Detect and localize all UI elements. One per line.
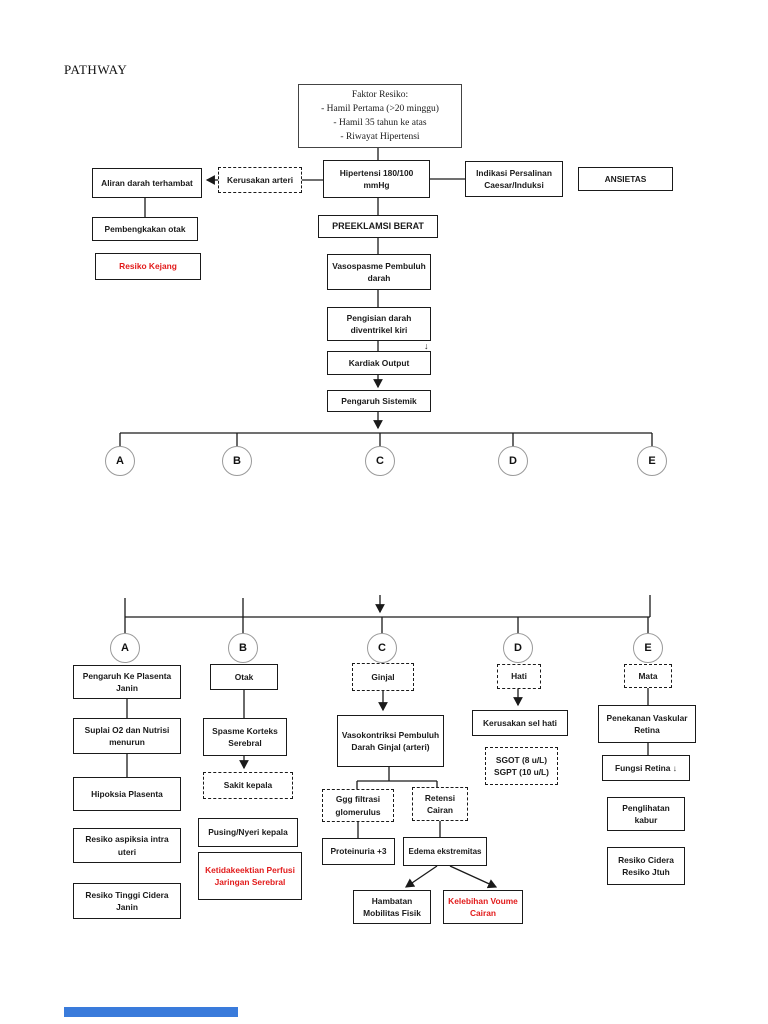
box-kerusakan-arteri: Kerusakan arteri bbox=[218, 167, 302, 193]
box-mata: Mata bbox=[624, 664, 672, 688]
box-hipertensi: Hipertensi 180/100 mmHg bbox=[323, 160, 430, 198]
circle-b-bottom: B bbox=[228, 633, 258, 663]
box-indikasi-persalinan: Indikasi Persalinan Caesar/Induksi bbox=[465, 161, 563, 197]
resiko-cidera-line: Resiko Cidera bbox=[618, 854, 674, 865]
box-penglihatan-kabur: Penglihatan kabur bbox=[607, 797, 685, 831]
circle-a-top: A bbox=[105, 446, 135, 476]
box-otak: Otak bbox=[210, 664, 278, 690]
box-hipoksia-plasenta: Hipoksia Plasenta bbox=[73, 777, 181, 811]
faktor-item: - Riwayat Hipertensi bbox=[340, 132, 420, 143]
box-ansietas: ANSIETAS bbox=[578, 167, 673, 191]
sgot-value: SGOT (8 u/L) bbox=[495, 754, 548, 765]
circle-d-bottom: D bbox=[503, 633, 533, 663]
box-ggg-filtrasi: Ggg filtrasi glomerulus bbox=[322, 789, 394, 822]
circle-a-bottom: A bbox=[110, 633, 140, 663]
box-suplai-o2: Suplai O2 dan Nutrisi menurun bbox=[73, 718, 181, 754]
circle-b-top: B bbox=[222, 446, 252, 476]
box-pembengkakan-otak: Pembengkakan otak bbox=[92, 217, 198, 241]
box-resiko-cidera-jatuh: Resiko Cidera Resiko Jtuh bbox=[607, 847, 685, 885]
faktor-title: Faktor Resiko: bbox=[351, 89, 409, 100]
kardiak-down-arrow: ↓ bbox=[424, 341, 429, 351]
box-hati: Hati bbox=[497, 664, 541, 689]
box-edema-ekstremitas: Edema ekstremitas bbox=[403, 837, 487, 866]
circle-c-top: C bbox=[365, 446, 395, 476]
box-ginjal: Ginjal bbox=[352, 663, 414, 691]
box-resiko-kejang: Resiko Kejang bbox=[95, 253, 201, 280]
circle-d-top: D bbox=[498, 446, 528, 476]
box-ketidakefektifan-perfusi: Ketidakeektian Perfusi Jaringan Serebral bbox=[198, 852, 302, 900]
box-aliran-darah: Aliran darah terhambat bbox=[92, 168, 202, 198]
resiko-jatuh-line: Resiko Jtuh bbox=[622, 867, 670, 877]
faktor-item: - Hamil Pertama (>20 minggu) bbox=[321, 103, 439, 114]
box-penekanan-vaskular: Penekanan Vaskular Retina bbox=[598, 705, 696, 743]
sgpt-value: SGPT (10 u/L) bbox=[494, 767, 549, 777]
circle-e-top: E bbox=[637, 446, 667, 476]
box-resiko-tinggi-cidera: Resiko Tinggi Cidera Janin bbox=[73, 883, 181, 919]
box-pengisian-darah: Pengisian darah diventrikel kiri bbox=[327, 307, 431, 341]
box-kelebihan-volume: Kelebihan Voume Cairan bbox=[443, 890, 523, 924]
box-sgot-sgpt: SGOT (8 u/L) SGPT (10 u/L) bbox=[485, 747, 558, 785]
box-pengaruh-plasenta: Pengaruh Ke Plasenta Janin bbox=[73, 665, 181, 699]
box-pengaruh-sistemik: Pengaruh Sistemik bbox=[327, 390, 431, 412]
box-vasokontriksi: Vasokontriksi Pembuluh Darah Ginjal (art… bbox=[337, 715, 444, 767]
box-preeklamsi-berat: PREEKLAMSI BERAT bbox=[318, 215, 438, 238]
box-pusing: Pusing/Nyeri kepala bbox=[198, 818, 298, 847]
box-proteinuria: Proteinuria +3 bbox=[322, 838, 395, 865]
box-hambatan-mobilitas: Hambatan Mobilitas Fisik bbox=[353, 890, 431, 924]
circle-c-bottom: C bbox=[367, 633, 397, 663]
box-sakit-kepala: Sakit kepala bbox=[203, 772, 293, 799]
box-faktor-resiko: Faktor Resiko: - Hamil Pertama (>20 ming… bbox=[298, 84, 462, 148]
box-vasospasme: Vasospasme Pembuluh darah bbox=[327, 254, 431, 290]
circle-e-bottom: E bbox=[633, 633, 663, 663]
page-loading-bar bbox=[64, 1007, 238, 1017]
page-title: PATHWAY bbox=[64, 62, 128, 77]
faktor-item: - Hamil 35 tahun ke atas bbox=[333, 118, 427, 128]
box-retensi-cairan: Retensi Cairan bbox=[412, 787, 468, 821]
box-resiko-aspiksia: Resiko aspiksia intra uteri bbox=[73, 828, 181, 863]
box-spasme-korteks: Spasme Korteks Serebral bbox=[203, 718, 287, 756]
box-kerusakan-sel-hati: Kerusakan sel hati bbox=[472, 710, 568, 736]
box-fungsi-retina: Fungsi Retina ↓ bbox=[602, 755, 690, 781]
box-kardiak-output: Kardiak Output bbox=[327, 351, 431, 375]
